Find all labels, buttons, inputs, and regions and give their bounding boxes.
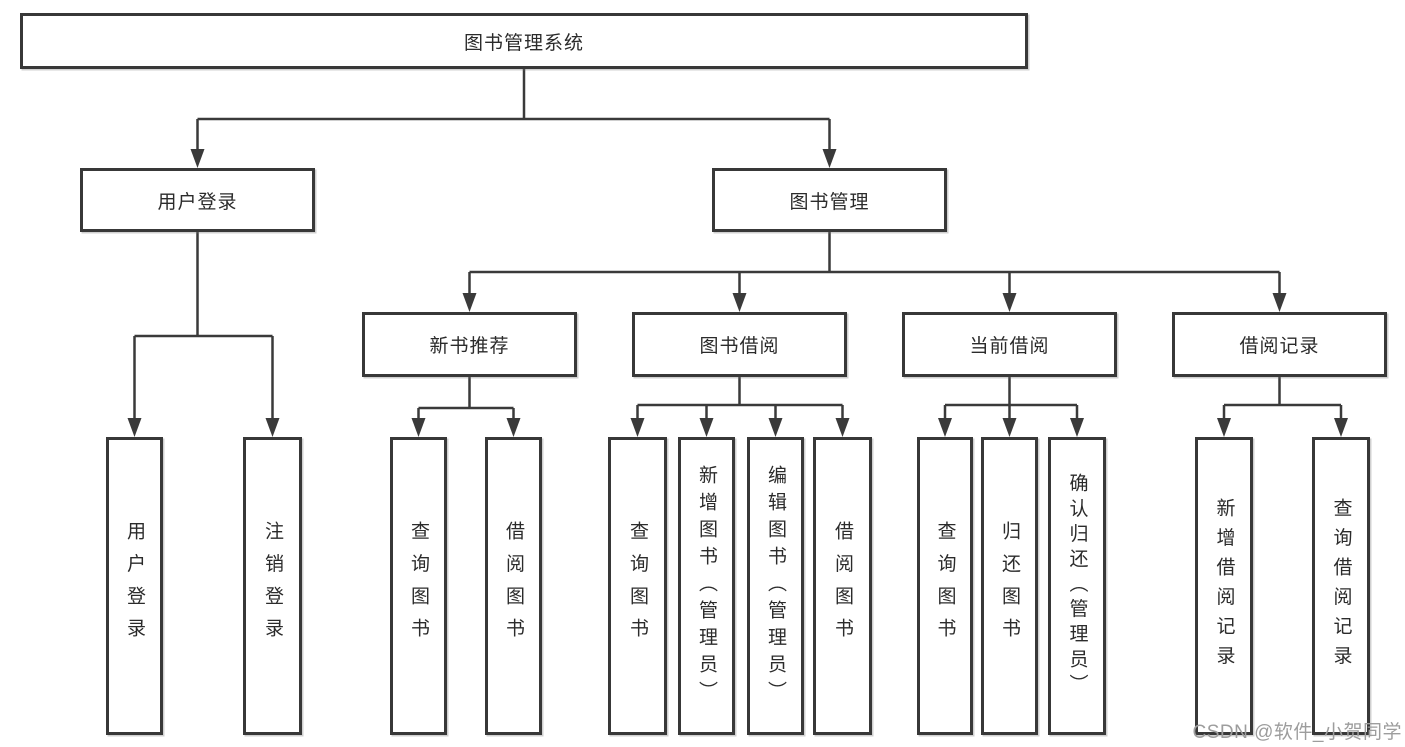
csdn-watermark: CSDN @软件_小贺同学: [1192, 722, 1402, 743]
node-book-borrowing-label: 图书借阅: [699, 336, 780, 357]
node-current-borrowing: 当前借阅: [902, 312, 1117, 377]
leaf-return-books: 归还图书: [981, 437, 1038, 735]
leaf-query-books-current: 查询图书: [917, 437, 973, 735]
leaf-edit-books-admin-label: 编辑图书（管理员）: [765, 464, 786, 708]
node-new-book-recommend: 新书推荐: [362, 312, 577, 377]
leaf-add-books-admin: 新增图书（管理员）: [678, 437, 735, 735]
leaf-borrow-books-label: 借阅图书: [832, 521, 853, 651]
leaf-add-borrow-record-label: 新增借阅记录: [1213, 497, 1235, 675]
leaf-user-login: 用户登录: [106, 437, 163, 735]
leaf-logout-login: 注销登录: [243, 437, 302, 735]
node-book-borrowing: 图书借阅: [632, 312, 847, 377]
leaf-logout-login-label: 注销登录: [262, 521, 283, 651]
leaf-query-books-current-label: 查询图书: [934, 521, 956, 651]
node-borrowing-records: 借阅记录: [1172, 312, 1387, 377]
node-user-login: 用户登录: [80, 168, 315, 232]
node-user-login-label: 用户登录: [157, 191, 238, 213]
leaf-query-borrow-record-label: 查询借阅记录: [1330, 497, 1352, 675]
leaf-user-login-label: 用户登录: [124, 521, 145, 651]
node-current-borrowing-label: 当前借阅: [969, 336, 1050, 357]
leaf-borrow-books-recommend: 借阅图书: [485, 437, 542, 735]
leaf-confirm-return-admin-label: 确认归还（管理员）: [1066, 473, 1088, 699]
leaf-query-books-recommend-label: 查询图书: [408, 521, 429, 651]
node-new-book-recommend-label: 新书推荐: [429, 336, 510, 357]
leaf-borrow-books-recommend-label: 借阅图书: [503, 521, 524, 651]
leaf-confirm-return-admin: 确认归还（管理员）: [1048, 437, 1106, 735]
leaf-query-borrow-record: 查询借阅记录: [1312, 437, 1370, 735]
node-borrowing-records-label: 借阅记录: [1239, 336, 1320, 357]
leaf-return-books-label: 归还图书: [999, 521, 1020, 651]
leaf-query-books-borrowing-label: 查询图书: [627, 521, 648, 651]
node-library-system-label: 图书管理系统: [463, 32, 584, 54]
node-book-management-label: 图书管理: [789, 191, 870, 213]
leaf-query-books-borrowing: 查询图书: [608, 437, 667, 735]
node-book-management: 图书管理: [712, 168, 947, 232]
leaf-borrow-books: 借阅图书: [813, 437, 872, 735]
leaf-add-books-admin-label: 新增图书（管理员）: [696, 464, 717, 708]
node-library-system: 图书管理系统: [20, 13, 1028, 69]
leaf-query-books-recommend: 查询图书: [390, 437, 447, 735]
leaf-edit-books-admin: 编辑图书（管理员）: [747, 437, 804, 735]
leaf-add-borrow-record: 新增借阅记录: [1195, 437, 1253, 735]
